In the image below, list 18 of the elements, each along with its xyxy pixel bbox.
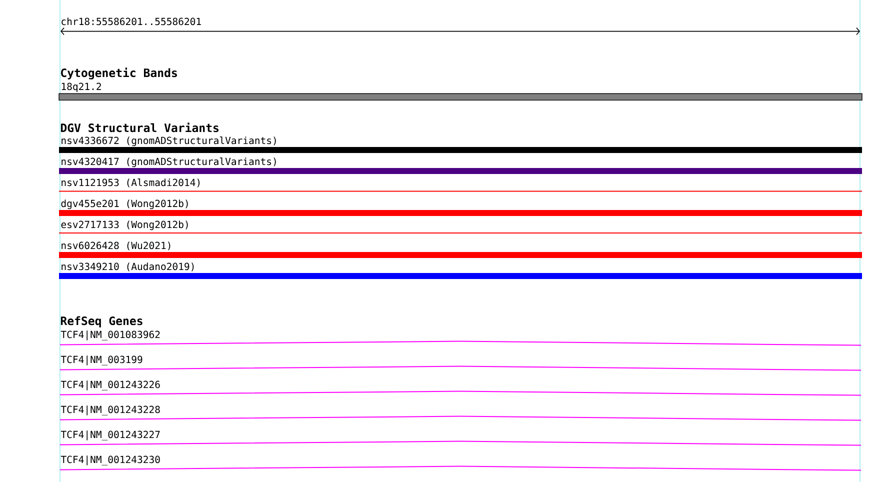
transcript-label: TCF4|NM_001243230 bbox=[60, 456, 160, 466]
variant-label: nsv6026428 (Wu2021) bbox=[62, 242, 170, 250]
transcript-label: TCF4|NM_001243226 bbox=[60, 380, 160, 390]
location-label: chr18:55586201..55586201 bbox=[62, 18, 201, 26]
track-heading: RefSeq Genes bbox=[60, 316, 142, 328]
transcript-label: TCF4|NM_001083962 bbox=[60, 330, 160, 340]
track-heading: DGV Structural Variants bbox=[60, 122, 218, 132]
variant-label: nsv1121953 (Alsmadi2014) bbox=[62, 178, 200, 188]
variant-label: nsv3349210 (Audano2019) bbox=[62, 262, 194, 272]
transcript-label: TCF4|NM_001243227 bbox=[60, 430, 160, 440]
variant-label: esv2717133 (Wong2012b) bbox=[61, 220, 188, 230]
transcript-label: TCF4|NM_003199 bbox=[60, 356, 142, 366]
variant-label: nsv4320417 (gnomADStructuralVariants) bbox=[62, 158, 276, 168]
transcript-label: TCF4|NM_001243228 bbox=[60, 406, 160, 416]
track-heading: Cytogenetic Bands bbox=[61, 68, 177, 80]
variant-label: nsv4336672 (gnomADStructuralVariants) bbox=[62, 136, 276, 146]
band-label: 18q21.2 bbox=[62, 82, 101, 92]
variant-label: dgv455e201 (Wong2012b) bbox=[61, 200, 188, 210]
